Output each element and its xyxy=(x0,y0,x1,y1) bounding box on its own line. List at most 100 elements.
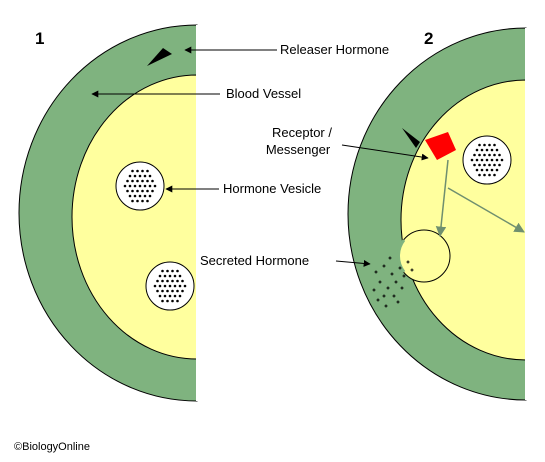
hormone-dot xyxy=(168,274,172,278)
hormone-dot xyxy=(171,279,174,283)
hormone-dot xyxy=(480,148,484,152)
hormone-dot xyxy=(126,179,129,183)
hormone-dot xyxy=(136,169,139,173)
hormone-dot xyxy=(131,179,134,183)
secreted-hormone-particle xyxy=(398,266,402,270)
secreted-hormone-arrow xyxy=(335,259,371,267)
panel-2-number: 2 xyxy=(424,29,433,48)
hormone-dot xyxy=(176,299,179,303)
panel-1: 1 xyxy=(18,24,198,402)
hormone-dot xyxy=(171,269,174,273)
hormone-dot xyxy=(473,153,476,157)
hormone-dot xyxy=(133,184,137,188)
hormone-vesicle-icon xyxy=(153,269,187,303)
hormone-dot xyxy=(148,194,152,198)
hormone-dot xyxy=(173,284,177,288)
hormone-dot xyxy=(146,169,149,173)
hormone-dot xyxy=(168,284,172,288)
hormone-dot xyxy=(478,153,481,157)
panel-2: 2 xyxy=(347,27,527,401)
secreted-hormone-particle xyxy=(392,294,396,298)
hormone-dot xyxy=(480,168,484,172)
hormone-dot xyxy=(473,163,476,167)
hormone-dot xyxy=(143,174,147,178)
signal-arrow-down xyxy=(435,159,449,238)
hormone-dot xyxy=(178,274,182,278)
hormone-dot xyxy=(161,279,164,283)
hormone-dot xyxy=(143,194,147,198)
hormone-dot xyxy=(176,279,179,283)
secreted-hormone-dots xyxy=(372,256,414,308)
hormone-dot xyxy=(126,189,129,193)
label-hormone-vesicle: Hormone Vesicle xyxy=(223,181,321,196)
hormone-vesicle-2 xyxy=(145,261,195,311)
secreted-hormone-particle xyxy=(394,280,398,284)
hormone-dot xyxy=(488,153,491,157)
secreted-hormone-particle xyxy=(388,256,392,260)
secreted-hormone-particle xyxy=(396,300,400,304)
hormone-dot xyxy=(498,163,501,167)
hormone-dot xyxy=(156,279,159,283)
secreted-hormone-particle xyxy=(400,286,404,290)
hormone-dot xyxy=(163,274,167,278)
hormone-dot xyxy=(488,163,491,167)
hormone-dot xyxy=(158,294,162,298)
hormone-dot xyxy=(143,184,147,188)
signal-arrow-right xyxy=(447,187,525,233)
hormone-dot xyxy=(133,174,137,178)
hormone-dot xyxy=(136,189,139,193)
copyright-credit: ©BiologyOnline xyxy=(14,441,90,453)
hormone-dot xyxy=(495,168,499,172)
hormone-dot xyxy=(146,189,149,193)
hormone-dot xyxy=(163,284,167,288)
label-blood-vessel: Blood Vessel xyxy=(226,86,301,101)
hormone-dot xyxy=(495,158,499,162)
hormone-dot xyxy=(158,274,162,278)
hormone-dot xyxy=(500,158,504,162)
secreted-hormone-particle xyxy=(410,268,414,272)
label-releaser-hormone: Releaser Hormone xyxy=(280,42,389,57)
hormone-dot xyxy=(161,289,164,293)
hormone-dot xyxy=(166,299,169,303)
hormone-dot xyxy=(171,299,174,303)
hormone-dot xyxy=(470,158,474,162)
hormone-dot xyxy=(128,194,132,198)
hormone-dot xyxy=(173,274,177,278)
hormone-dot xyxy=(161,269,164,273)
secreted-hormone-particle xyxy=(374,270,378,274)
hormone-dot xyxy=(141,189,144,193)
hormone-dot xyxy=(166,269,169,273)
secreting-vesicle xyxy=(397,229,451,283)
hormone-dot xyxy=(475,168,479,172)
hormone-dot xyxy=(480,158,484,162)
receptor-arrow xyxy=(341,144,429,161)
hormone-dot xyxy=(148,184,152,188)
hormone-dot xyxy=(131,199,134,203)
hormone-dot xyxy=(153,184,157,188)
hormone-dot xyxy=(166,289,169,293)
hormone-dot xyxy=(178,294,182,298)
hormone-dot xyxy=(141,199,144,203)
hormone-dot xyxy=(141,169,144,173)
hormone-dot xyxy=(493,143,496,147)
hormone-dot xyxy=(498,153,501,157)
secreted-hormone-particle xyxy=(382,264,386,268)
hormone-dot xyxy=(136,199,139,203)
secreted-hormone-particle xyxy=(372,288,376,292)
hormone-dot xyxy=(490,158,494,162)
hormone-dot xyxy=(168,294,172,298)
hormone-dot xyxy=(176,289,179,293)
secreted-hormone-particle xyxy=(386,286,390,290)
hormone-dot xyxy=(136,179,139,183)
hormone-dot xyxy=(128,174,132,178)
hormone-dot xyxy=(490,148,494,152)
hormone-dot xyxy=(485,158,489,162)
secreted-hormone-particle xyxy=(376,298,380,302)
hormone-dot xyxy=(146,199,149,203)
hormone-dot xyxy=(138,174,142,178)
hormone-dot xyxy=(166,279,169,283)
panel-1-number: 1 xyxy=(35,29,44,48)
hormone-dot xyxy=(173,294,177,298)
hormone-dot xyxy=(148,174,152,178)
